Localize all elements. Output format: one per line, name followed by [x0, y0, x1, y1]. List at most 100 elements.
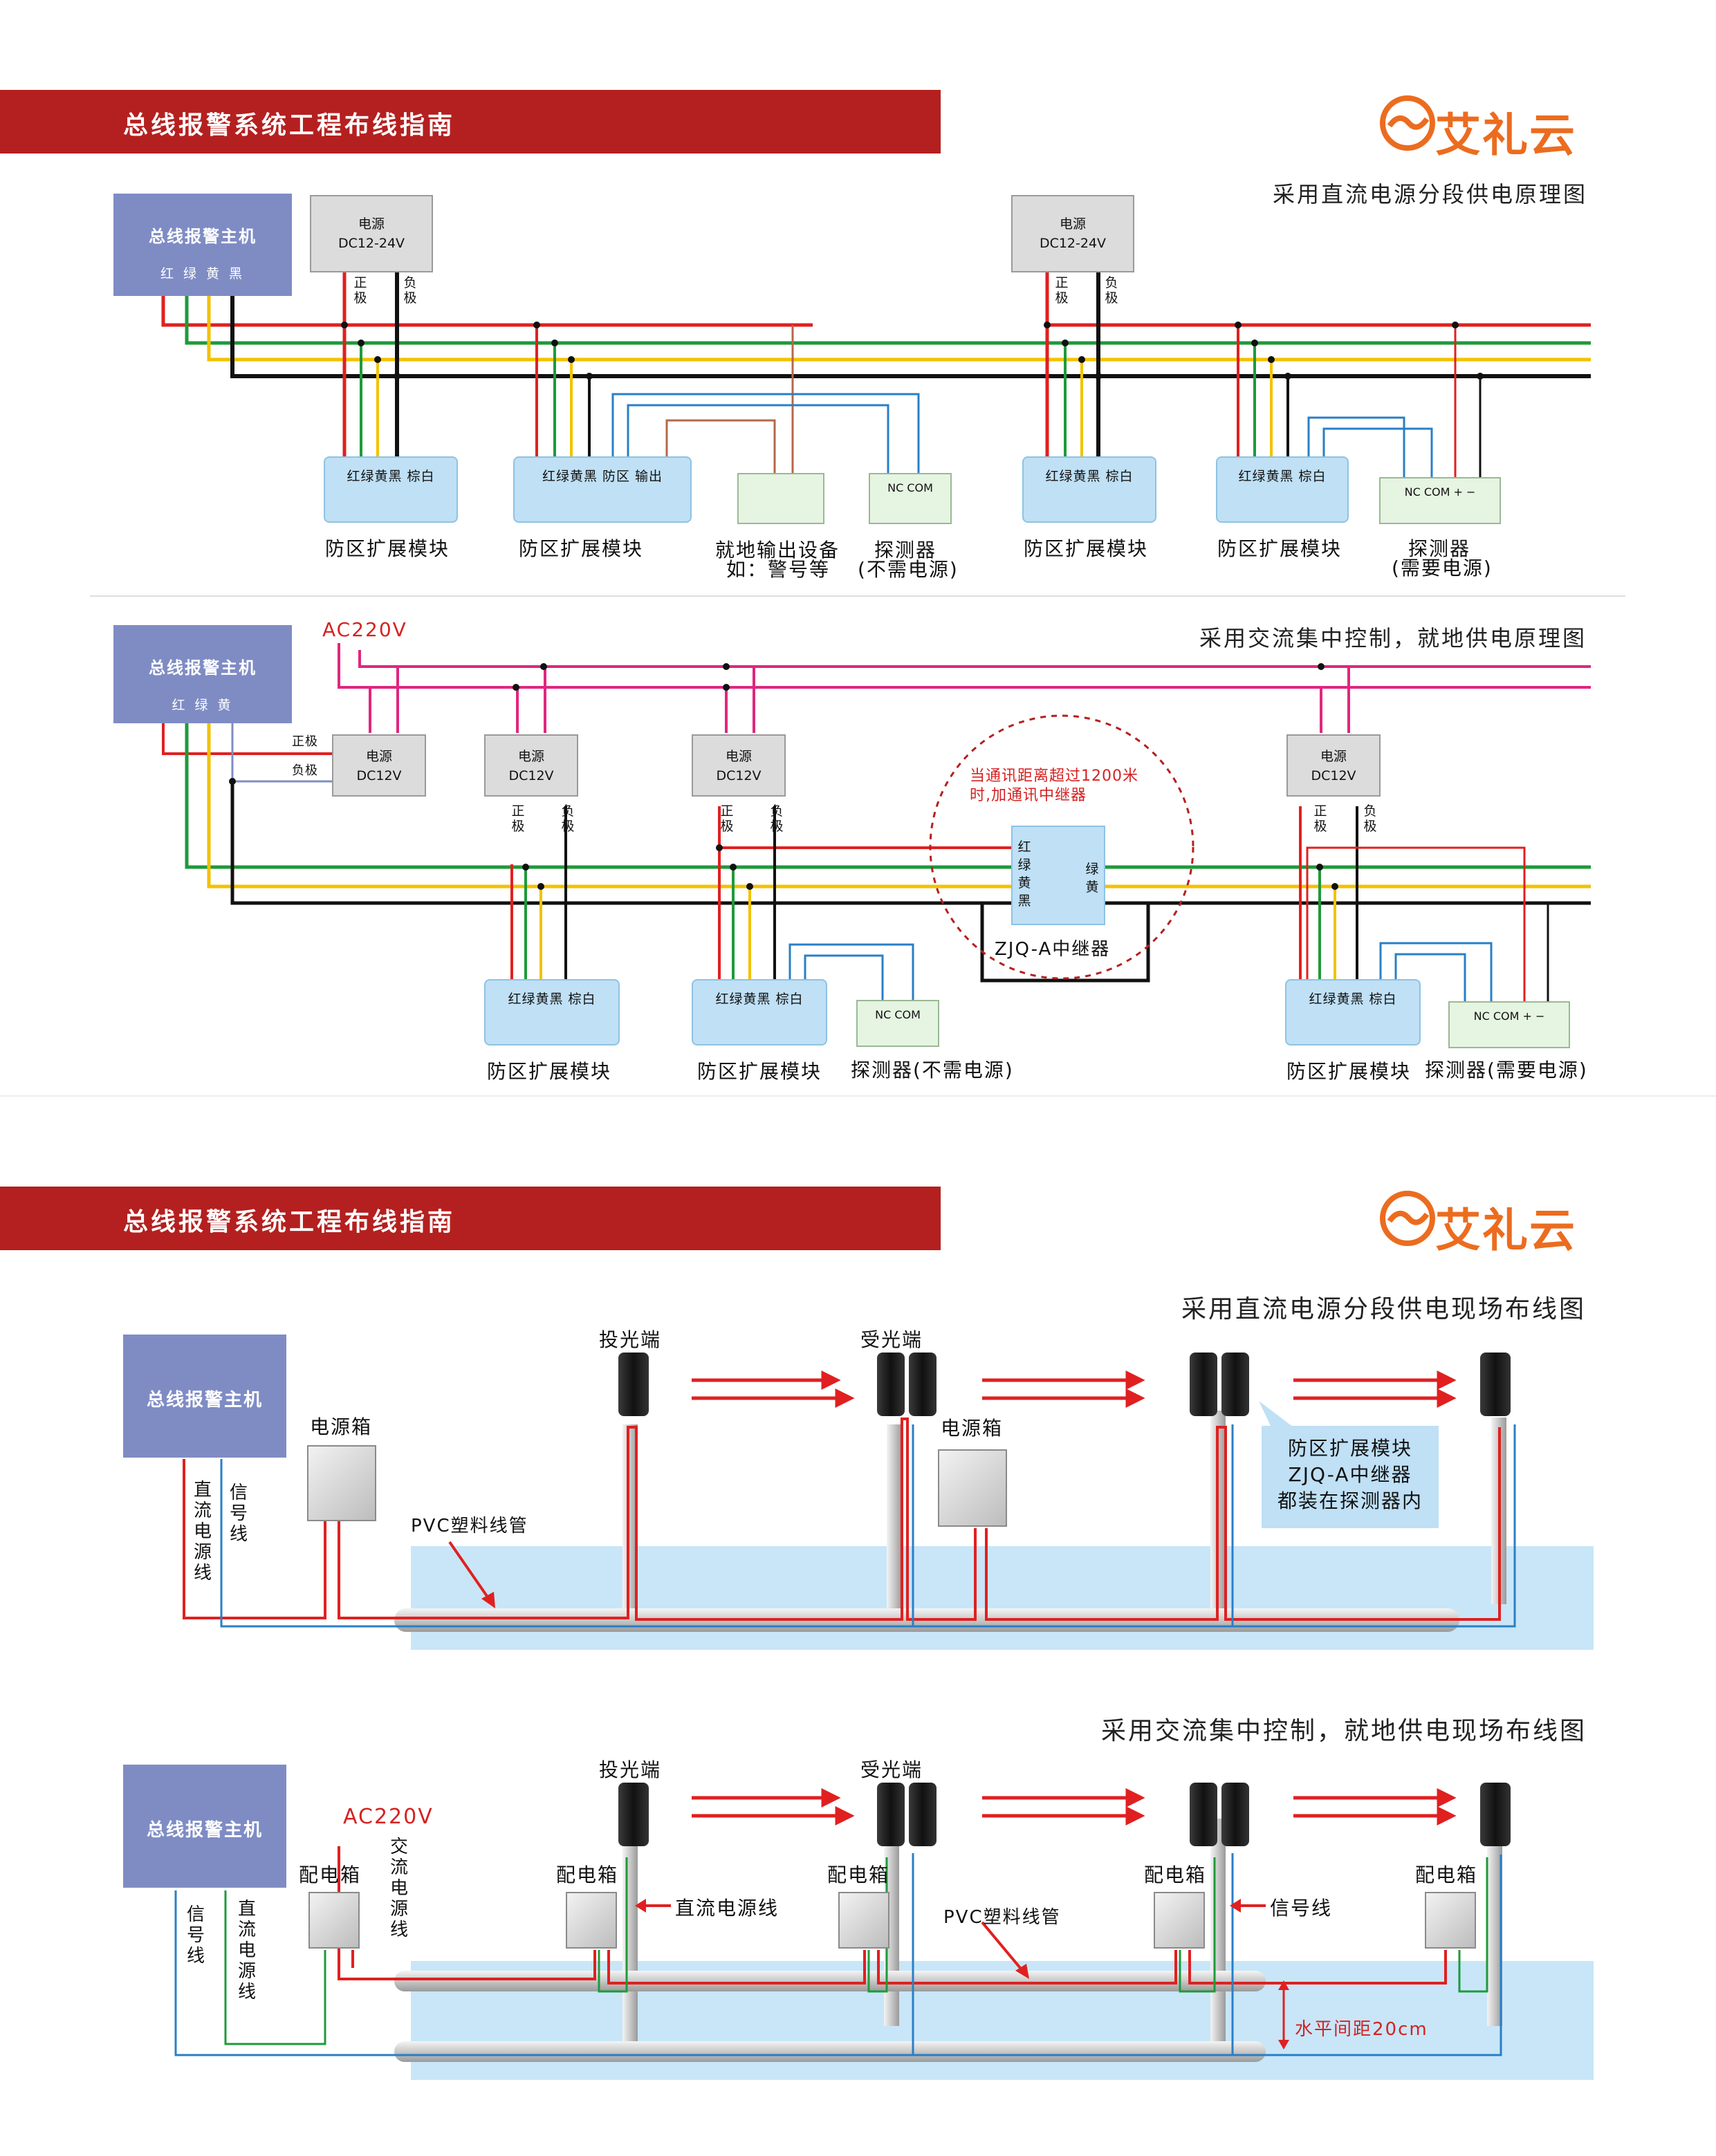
output-caption-2: 如：警号等 — [726, 558, 831, 581]
ac220-label: AC220V — [322, 618, 407, 641]
page1-wiring — [0, 272, 1716, 1097]
power-box — [938, 1449, 1007, 1527]
banner-bottom: 总线报警系统工程布线指南 — [0, 1187, 941, 1250]
power-supply-2: 电源 DC12V — [484, 734, 578, 797]
module-caption: 防区扩展模块 — [487, 1060, 612, 1083]
host-title: 总线报警主机 — [149, 227, 257, 246]
host-wires: 红 绿 黄 — [172, 698, 234, 713]
dist-box-label: 配电箱 — [556, 1864, 619, 1886]
zone-module-3: 红绿黄黑 棕白 — [1285, 979, 1421, 1046]
psu-label: 电源 — [725, 749, 752, 764]
callout-line-1: 防区扩展模块 — [1287, 1437, 1412, 1460]
brand-name: 艾礼云 — [1435, 109, 1576, 162]
psu-voltage: DC12V — [1311, 768, 1356, 783]
dist-box-label: 配电箱 — [1415, 1864, 1478, 1886]
bus-host-dc: 总线报警主机 红 绿 黄 黑 — [113, 194, 292, 296]
signal-line-label: 信号线 — [1270, 1897, 1333, 1920]
negative-label: 负极 — [1363, 803, 1377, 834]
dist-box-label: 配电箱 — [1144, 1864, 1207, 1886]
repeater-pin-green: 绿 — [1017, 857, 1031, 873]
psu-voltage: DC12-24V — [338, 236, 405, 251]
brand-logo: 艾礼云 — [1380, 95, 1587, 162]
repeater-pin-black: 黑 — [1017, 893, 1031, 909]
negative-label: 负极 — [1105, 275, 1118, 306]
dc-wire-label: 直流电源线 — [237, 1899, 256, 2002]
power-supply-a: 电源 DC12-24V — [310, 195, 433, 272]
banner-top: 总线报警系统工程布线指南 — [0, 90, 941, 154]
ac-site-title: 采用交流集中控制，就地供电现场布线图 — [1101, 1717, 1587, 1745]
repeater-note-1: 当通讯距离超过1200米 — [970, 768, 1138, 785]
power-supply-1: 电源 DC12V — [332, 734, 426, 797]
positive-label: 正极 — [353, 275, 367, 306]
detector-no-power: NC COM — [856, 1000, 939, 1047]
dist-box — [1154, 1892, 1205, 1949]
psu-voltage: DC12-24V — [1039, 236, 1107, 251]
host-title: 总线报警主机 — [146, 1820, 263, 1841]
dist-box — [308, 1892, 360, 1949]
cloud-icon — [1380, 1191, 1435, 1246]
detector-no-power: NC COM — [869, 473, 952, 524]
negative-label: 负极 — [561, 803, 575, 834]
module-caption: 防区扩展模块 — [325, 537, 450, 560]
bus-host-ac: 总线报警主机 红 绿 黄 — [113, 625, 292, 723]
psu-label: 电源 — [517, 749, 544, 764]
module-caption: 防区扩展模块 — [697, 1060, 822, 1083]
brand-logo: 艾礼云 — [1380, 1191, 1587, 1257]
detector-caption-4: (需要电源) — [1392, 557, 1493, 579]
dc-line-label: 直流电源线 — [675, 1897, 779, 1920]
detector-caption-3: 探测器 — [1408, 537, 1471, 560]
zone-module-c: 红绿黄黑 棕白 — [1022, 456, 1156, 523]
detector-needs-power: NC COM + − — [1379, 477, 1501, 524]
detector-caption-2: (不需电源) — [858, 558, 959, 581]
psu-label: 电源 — [365, 749, 392, 764]
negative-label: 负极 — [770, 803, 784, 834]
power-supply-b: 电源 DC12-24V — [1011, 195, 1134, 272]
local-output-device — [737, 473, 824, 524]
psu-voltage: DC12V — [508, 768, 554, 783]
dc-principle-title: 采用直流电源分段供电原理图 — [1273, 181, 1588, 207]
power-supply-4: 电源 DC12V — [1286, 734, 1381, 797]
brand-name: 艾礼云 — [1435, 1204, 1576, 1257]
psu-voltage: DC12V — [356, 768, 402, 783]
positive-label: 正极 — [1313, 803, 1327, 834]
detector-callout: 防区扩展模块 ZJQ-A中继器 都装在探测器内 — [1262, 1426, 1439, 1528]
module-caption: 防区扩展模块 — [1286, 1060, 1412, 1083]
output-caption-1: 就地输出设备 — [715, 539, 840, 561]
positive-label: 正极 — [292, 734, 318, 749]
zone-module-2: 红绿黄黑 棕白 — [692, 979, 827, 1046]
dist-box-label: 配电箱 — [299, 1864, 362, 1886]
emitter-label: 投光端 — [599, 1328, 662, 1351]
detector-caption-1: 探测器 — [874, 539, 937, 561]
cloud-icon — [1380, 95, 1435, 151]
psu-label: 电源 — [1059, 216, 1086, 232]
dc-wire-label: 直流电源线 — [193, 1480, 212, 1583]
callout-line-2: ZJQ-A中继器 — [1288, 1463, 1412, 1486]
dc-site-title: 采用直流电源分段供电现场布线图 — [1181, 1295, 1587, 1323]
module-caption: 防区扩展模块 — [1024, 537, 1149, 560]
pvc-pipe-label: PVC塑料线管 — [411, 1516, 528, 1536]
emitter-label: 投光端 — [599, 1758, 662, 1781]
zone-module-1: 红绿黄黑 棕白 — [484, 979, 620, 1046]
negative-label: 负极 — [403, 275, 417, 306]
power-box — [307, 1445, 376, 1521]
ac-wire-label: 交流电源线 — [389, 1837, 408, 1940]
dist-box-label: 配电箱 — [827, 1864, 890, 1886]
ac-principle-title: 采用交流集中控制，就地供电原理图 — [1199, 625, 1587, 651]
repeater-note-2: 时,加通讯中继器 — [970, 787, 1087, 804]
psu-voltage: DC12V — [716, 768, 762, 783]
power-box-label: 电源箱 — [310, 1415, 373, 1438]
repeater-name: ZJQ-A中继器 — [995, 935, 1111, 960]
zone-module-d: 红绿黄黑 棕白 — [1216, 456, 1349, 523]
host-wires: 红 绿 黄 黑 — [160, 266, 246, 281]
signal-wire-label: 信号线 — [229, 1483, 248, 1545]
bus-host-ac-site: 总线报警主机 — [123, 1765, 286, 1888]
positive-label: 正极 — [511, 803, 525, 834]
repeater-box: 红 绿 黄 黑 绿 黄 — [1011, 826, 1105, 925]
zone-module-b: 红绿黄黑 防区 输出 — [513, 456, 692, 523]
psu-label: 电源 — [358, 216, 385, 232]
pvc-pipe-label: PVC塑料线管 — [943, 1907, 1061, 1928]
ac220-label: AC220V — [343, 1805, 434, 1829]
bus-host-dc-site: 总线报警主机 — [123, 1335, 286, 1458]
positive-label: 正极 — [720, 803, 734, 834]
